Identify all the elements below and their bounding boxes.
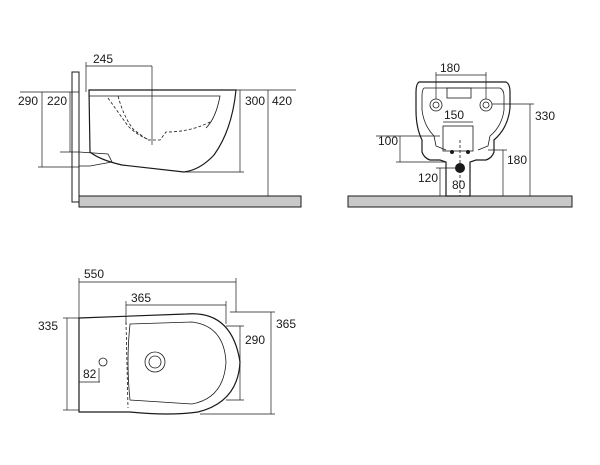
dim-80-front: 80	[452, 178, 466, 192]
front-hole-right	[479, 98, 493, 112]
side-tail	[78, 151, 113, 167]
dim-100-front: 100	[378, 134, 398, 148]
front-recess	[442, 125, 474, 152]
dim-365-top-right: 365	[276, 317, 296, 331]
dim-330-front: 330	[535, 109, 555, 123]
top-bidet-outline	[78, 313, 241, 415]
side-bidet-outline	[88, 89, 237, 173]
side-floor	[78, 195, 302, 208]
top-tap-hole	[98, 357, 108, 367]
dim-290-top: 290	[245, 333, 265, 347]
front-floor	[347, 195, 573, 208]
dim-82-top: 82	[83, 367, 97, 381]
side-inner-dash	[107, 97, 151, 141]
dim-220-side: 220	[47, 94, 67, 108]
dim-150-front: 150	[444, 108, 464, 122]
dim-365-top-inner: 365	[131, 291, 151, 305]
dim-120-front: 120	[418, 171, 438, 185]
front-tap-plate	[446, 87, 472, 99]
front-view: 180 150 100 330 180 120 80	[347, 61, 573, 208]
dim-180-front-right: 180	[507, 153, 527, 167]
dim-290-side: 290	[18, 94, 38, 108]
front-hole-left	[429, 98, 443, 112]
dim-550-top: 550	[84, 267, 104, 281]
side-rim-line	[89, 95, 221, 129]
top-bowl	[127, 321, 227, 405]
front-inner-line	[421, 87, 505, 151]
side-bowl-hidden	[117, 95, 211, 141]
side-wall	[71, 71, 80, 203]
side-view: 245 290 220 300 420	[18, 52, 302, 208]
dim-335-top: 335	[38, 319, 58, 333]
dim-245: 245	[93, 52, 113, 66]
top-rim-hidden	[125, 321, 129, 409]
dim-180-front-top: 180	[440, 61, 460, 75]
dim-300-side: 300	[245, 94, 265, 108]
top-view: 550 365 335 82 290 365	[38, 267, 296, 415]
front-bidet-outline	[415, 81, 511, 197]
dim-420-side: 420	[272, 94, 292, 108]
top-drain	[144, 351, 166, 373]
